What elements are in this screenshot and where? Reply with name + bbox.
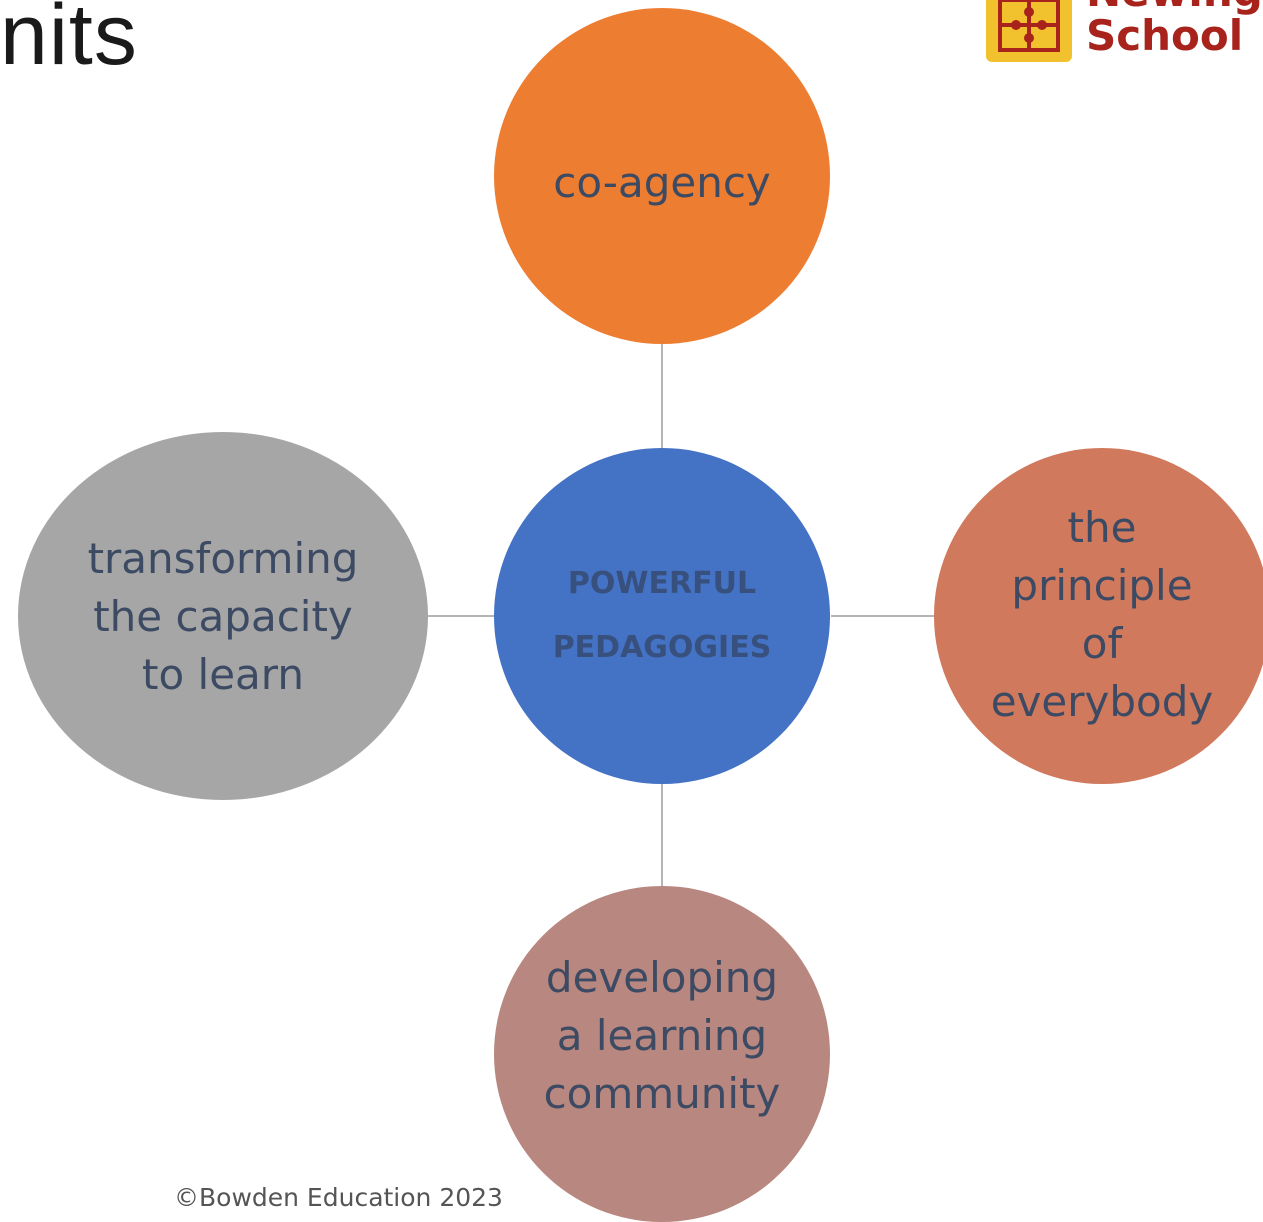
node-label-line: principle bbox=[1011, 561, 1193, 610]
node-label-line: co-agency bbox=[553, 158, 771, 207]
node-label-line: to learn bbox=[142, 650, 304, 699]
node-learning-community: developing a learning community bbox=[494, 886, 830, 1222]
slide-title: nits bbox=[0, 0, 138, 83]
hub-circle: POWERFUL PEDAGOGIES bbox=[494, 448, 830, 784]
hub-label: POWERFUL PEDAGOGIES bbox=[553, 552, 772, 680]
hub-label-line: POWERFUL bbox=[567, 566, 757, 601]
node-label-line: a learning bbox=[556, 1011, 768, 1060]
logo-line-2: School bbox=[1086, 11, 1244, 60]
node-label-line: of bbox=[1081, 619, 1123, 668]
node-label-line: developing bbox=[545, 953, 779, 1002]
node-label: the principle of everybody bbox=[934, 499, 1263, 731]
copyright-footer: ©Bowden Education 2023 bbox=[174, 1183, 503, 1212]
node-label-line: everybody bbox=[990, 677, 1214, 726]
hub-label-line: PEDAGOGIES bbox=[552, 630, 772, 665]
node-label: co-agency bbox=[553, 154, 771, 212]
node-principle-of-everybody: the principle of everybody bbox=[934, 448, 1263, 784]
node-label-line: the capacity bbox=[93, 592, 353, 641]
node-label-line: the bbox=[1067, 503, 1137, 552]
school-logo: Newing School bbox=[986, 0, 1263, 62]
node-label: developing a learning community bbox=[544, 949, 781, 1123]
node-co-agency: co-agency bbox=[494, 8, 830, 344]
node-transforming-capacity: transforming the capacity to learn bbox=[18, 432, 428, 800]
logo-line-1: Newing bbox=[1086, 0, 1263, 14]
node-label-line: transforming bbox=[87, 534, 359, 583]
puzzle-icon bbox=[986, 0, 1072, 62]
node-label-line: community bbox=[543, 1069, 781, 1118]
node-label: transforming the capacity to learn bbox=[88, 530, 359, 704]
